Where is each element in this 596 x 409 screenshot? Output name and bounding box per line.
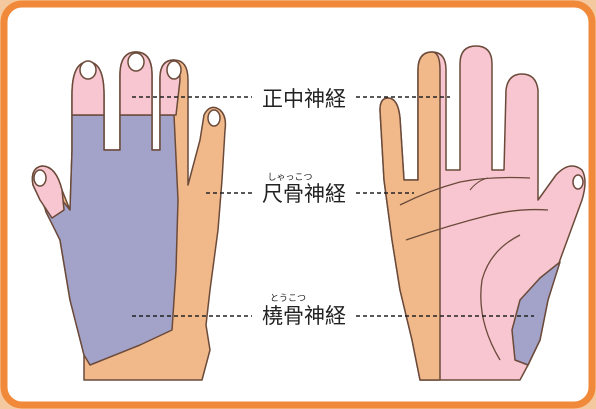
left-hand-nail-thumb	[34, 170, 46, 186]
ulnar-nerve-label: 尺骨神経	[262, 182, 346, 206]
left-hand-nail-index	[80, 61, 96, 79]
left-hand-nail-middle	[128, 53, 144, 71]
radial-nerve-label: 橈骨神経	[262, 304, 346, 328]
left-hand-nail-little	[208, 110, 220, 126]
radial-nerve-ruby: とうこつ	[270, 293, 306, 304]
median-nerve-label: 正中神経	[262, 87, 346, 111]
right-hand-nail-thumb	[573, 175, 583, 189]
left-hand-nail-ring	[167, 61, 181, 79]
